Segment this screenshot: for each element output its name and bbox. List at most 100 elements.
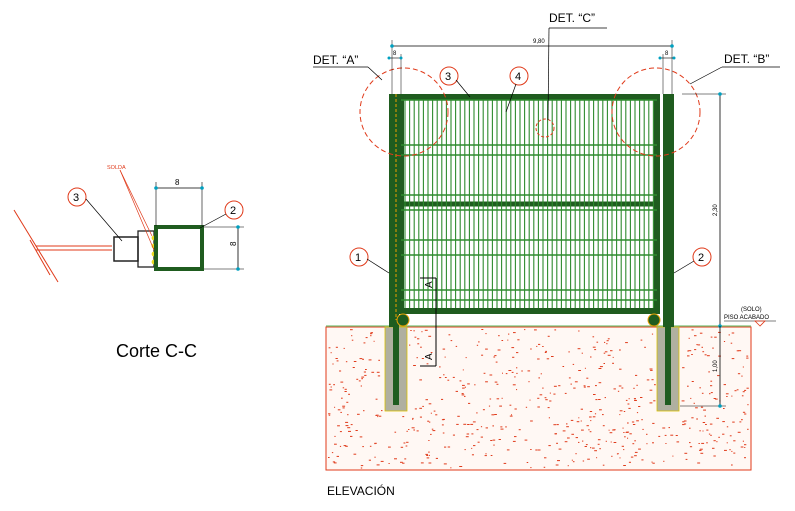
- speckle: [534, 329, 537, 331]
- speckle: [336, 455, 339, 457]
- speckle: [633, 387, 635, 389]
- speckle: [424, 329, 428, 331]
- speckle: [619, 368, 622, 370]
- speckle: [578, 330, 580, 332]
- speckle: [485, 348, 488, 350]
- speckle: [471, 454, 474, 456]
- dim-tick: [718, 404, 722, 408]
- speckle: [742, 440, 744, 442]
- speckle: [583, 385, 586, 387]
- speckle: [701, 346, 703, 348]
- speckle: [638, 448, 641, 450]
- speckle: [691, 381, 694, 382]
- speckle: [490, 455, 493, 456]
- speckle: [508, 333, 510, 335]
- dim-tick: [236, 225, 240, 229]
- speckle: [664, 434, 667, 436]
- speckle: [603, 363, 605, 364]
- speckle: [333, 384, 335, 386]
- speckle: [505, 426, 507, 428]
- speckle: [733, 452, 736, 454]
- speckle: [741, 395, 744, 397]
- speckle: [527, 370, 531, 372]
- speckle: [345, 445, 348, 447]
- callout-leader-2-elev: [673, 260, 695, 274]
- speckle: [593, 394, 596, 395]
- speckle: [682, 367, 685, 369]
- speckle: [388, 446, 391, 448]
- speckle: [353, 453, 357, 455]
- speckle: [455, 345, 458, 347]
- ground-label-solo: (SOLO): [741, 307, 762, 313]
- speckle: [455, 390, 458, 392]
- speckle: [419, 407, 422, 409]
- speckle: [570, 383, 572, 385]
- speckle: [582, 440, 584, 442]
- speckle: [706, 355, 710, 357]
- speckle: [609, 432, 613, 434]
- speckle: [427, 420, 430, 422]
- speckle: [412, 418, 414, 420]
- speckle: [623, 449, 625, 451]
- speckle: [627, 403, 630, 405]
- speckle: [540, 373, 542, 375]
- speckle: [426, 363, 429, 365]
- speckle: [476, 429, 479, 431]
- speckle: [471, 433, 474, 435]
- speckle: [328, 413, 331, 415]
- speckle: [598, 399, 601, 400]
- speckle: [374, 456, 376, 458]
- speckle: [689, 446, 693, 448]
- speckle: [358, 380, 361, 382]
- speckle: [433, 410, 436, 412]
- speckle: [512, 440, 516, 442]
- ground-label-piso: PISO ACABADO: [724, 315, 769, 321]
- speckle: [588, 429, 590, 431]
- elevation: DET. “A” DET. “B” DET. “C” 9,80 8 8 2,30: [313, 11, 780, 498]
- speckle: [621, 387, 624, 389]
- speckle: [330, 352, 332, 354]
- speckle: [595, 385, 597, 387]
- speckle: [618, 385, 622, 387]
- speckle: [476, 412, 478, 414]
- det-a-label: DET. “A”: [313, 53, 358, 67]
- speckle: [602, 464, 605, 466]
- speckle: [592, 447, 595, 449]
- speckle: [328, 457, 330, 458]
- speckle: [362, 446, 364, 448]
- speckle: [467, 383, 470, 385]
- detail-circle-a: [359, 67, 449, 157]
- dim-tick: [154, 186, 158, 190]
- speckle: [701, 442, 705, 444]
- speckle: [562, 366, 565, 367]
- speckle: [606, 340, 609, 342]
- speckle: [530, 467, 532, 469]
- speckle: [416, 430, 419, 432]
- speckle: [726, 426, 729, 428]
- speckle: [548, 445, 551, 447]
- speckle: [623, 411, 626, 412]
- speckle: [464, 386, 466, 388]
- speckle: [578, 417, 580, 419]
- speckle: [704, 354, 707, 356]
- speckle: [528, 381, 530, 383]
- speckle: [562, 430, 566, 432]
- speckle: [636, 420, 639, 422]
- section-mark-top: A: [424, 281, 435, 288]
- speckle: [509, 415, 513, 417]
- speckle: [710, 380, 713, 382]
- speckle: [461, 393, 464, 395]
- speckle: [699, 387, 701, 389]
- speckle: [602, 414, 604, 416]
- speckle: [450, 467, 452, 469]
- speckle: [746, 387, 749, 389]
- callout-circle-2: [224, 200, 244, 220]
- speckle: [514, 408, 517, 410]
- speckle: [594, 349, 597, 351]
- speckle: [419, 416, 422, 418]
- speckle: [371, 371, 375, 373]
- speckle: [742, 411, 746, 413]
- speckle: [360, 467, 363, 469]
- speckle: [697, 344, 701, 346]
